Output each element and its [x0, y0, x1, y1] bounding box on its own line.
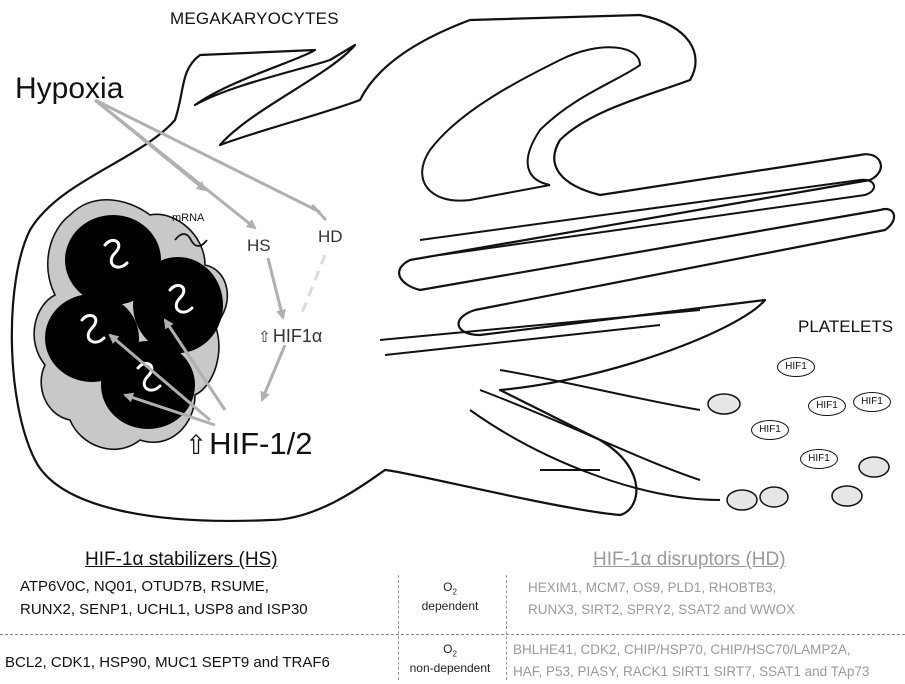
platelet-hif1: HIF1	[853, 392, 891, 412]
platelets-plain	[708, 394, 889, 510]
platelet-hif1: HIF1	[800, 449, 838, 469]
disruptors-title: HIF-1α disruptors (HD)	[593, 549, 786, 571]
column-divider-left	[398, 575, 399, 680]
platelet-hif1: HIF1	[777, 357, 815, 377]
proplatelet-loop-upper	[422, 47, 640, 200]
hd-label: HD	[318, 228, 343, 245]
disruptors-row-1: HEXIM1, MCM7, OS9, PLD1, RHOBTB3, RUNX3,…	[528, 577, 795, 621]
platelet-hif1: HIF1	[751, 420, 789, 440]
condition-row-1: O2 dependent	[400, 580, 500, 614]
up-arrow-icon: ⇧	[258, 330, 271, 345]
megakaryocytes-label: MEGAKARYOCYTES	[170, 10, 339, 27]
disruptors-row-2: BHLHE41, CDK2, CHIP/HSP70, CHIP/HSC70/LA…	[513, 639, 869, 683]
mrna-label: mRNA	[172, 213, 204, 224]
row-divider	[0, 634, 905, 635]
platelets-label: PLATELETS	[798, 318, 893, 335]
hypoxia-label: Hypoxia	[15, 74, 123, 104]
hs-label: HS	[247, 237, 271, 254]
hif1a-label: ⇧HIF1α	[258, 327, 322, 345]
stabilizers-row-1: ATP6V0C, NQ01, OTUD7B, RSUME, RUNX2, SEN…	[20, 575, 308, 621]
stabilizers-title: HIF-1α stabilizers (HS)	[85, 549, 278, 571]
hd-inhibition-bar	[312, 205, 326, 220]
column-divider-right	[506, 575, 507, 680]
up-arrow-icon: ⇧	[185, 432, 207, 458]
hs-to-hif1a-arrow	[268, 258, 283, 318]
nuclear-lobe-4	[101, 341, 195, 429]
stabilizers-row-2: BCL2, CDK1, HSP90, MUC1 SEPT9 and TRAF6	[5, 651, 330, 674]
proplatelet-strand-2	[380, 310, 700, 355]
hif12-label: ⇧HIF-1/2	[185, 428, 312, 459]
platelet-hif1: HIF1	[808, 396, 846, 416]
hd-to-hif1a-dashed	[300, 255, 325, 318]
condition-row-2: O2 non-dependent	[400, 642, 500, 676]
hif1a-to-hif12-arrow	[262, 345, 285, 400]
